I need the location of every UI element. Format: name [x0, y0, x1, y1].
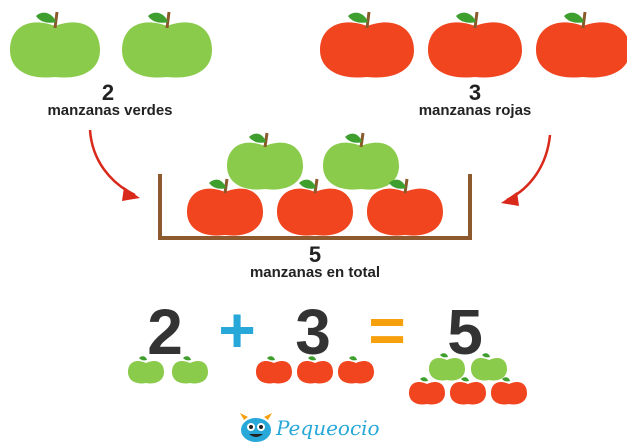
equation-result: 5 [447, 296, 483, 368]
result-apples-small [409, 353, 527, 405]
green-apple-icon [323, 132, 399, 190]
red-label: manzanas rojas [418, 102, 532, 119]
red-count: 3 [468, 80, 482, 105]
red-apple-icon [428, 11, 522, 78]
red-apple-icon [491, 377, 527, 405]
red-apple-icon [536, 11, 627, 78]
red-apple-icon [187, 178, 263, 236]
red-apple-icon [409, 377, 445, 405]
green-apple-icon [128, 356, 164, 384]
red-apple-icon [338, 356, 374, 384]
green-apple-icon [10, 11, 100, 78]
red-apple-icon [367, 178, 443, 236]
monster-logo-icon [240, 413, 272, 442]
green-apples-small [128, 356, 208, 384]
green-apples-top [10, 11, 212, 78]
green-apple-icon [172, 356, 208, 384]
red-apple-icon [320, 11, 414, 78]
green-count: 2 [101, 80, 115, 105]
logo-text: Pequeocio [276, 416, 380, 440]
total-count: 5 [308, 242, 322, 267]
red-apple-icon [450, 377, 486, 405]
arrow-right-icon [501, 134, 552, 206]
equation-b: 3 [295, 296, 331, 368]
green-apple-icon [227, 132, 303, 190]
green-apple-icon [429, 353, 465, 381]
equation-a: 2 [147, 296, 183, 368]
green-apple-icon [471, 353, 507, 381]
basket-with-apples [158, 132, 472, 240]
red-apple-icon [256, 356, 292, 384]
green-apple-icon [122, 11, 212, 78]
red-apples-top [320, 11, 627, 78]
total-label: manzanas en total [249, 264, 381, 281]
red-apple-icon [297, 356, 333, 384]
arrow-left-icon [88, 129, 140, 201]
green-label: manzanas verdes [47, 102, 173, 119]
red-apple-icon [277, 178, 353, 236]
plus-sign: + [218, 294, 256, 366]
red-apples-small [256, 356, 374, 384]
equals-sign: = [368, 294, 406, 366]
